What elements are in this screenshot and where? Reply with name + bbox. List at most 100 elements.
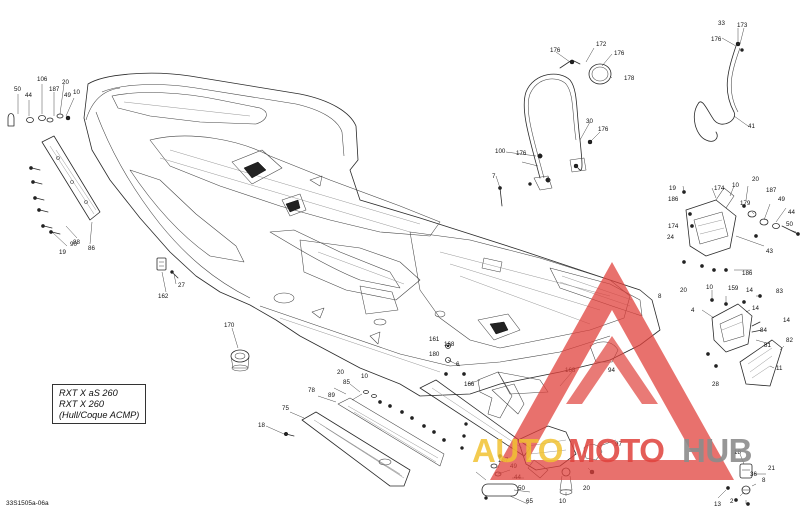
callout-label: 24 — [667, 234, 674, 241]
callout-label: 50 — [518, 485, 525, 492]
step-plate-screws — [283, 390, 446, 442]
callout-label: 30 — [586, 118, 593, 125]
rear-step-plate-82 — [739, 339, 783, 387]
drain-plug-170 — [230, 349, 250, 372]
callout-label: 14 — [783, 317, 790, 324]
callout-label: 100 — [495, 148, 506, 155]
callout-label: 162 — [158, 293, 169, 300]
callout-label: 50 — [14, 86, 21, 93]
filler-ring-178 — [588, 63, 612, 85]
callout-label: 20 — [337, 369, 344, 376]
callout-label: 83 — [776, 288, 783, 295]
callout-label: 10 — [559, 498, 566, 505]
callout-label: 176 — [550, 47, 561, 54]
bumper-screws — [29, 166, 61, 235]
callout-label: 161 — [429, 336, 440, 343]
callout-label: 84 — [760, 327, 767, 334]
callout-label: 19 — [669, 185, 676, 192]
callout-label: 8 — [762, 477, 766, 484]
callout-label: 187 — [766, 187, 777, 194]
vent-tube-41 — [693, 41, 744, 142]
callout-label: 65 — [526, 498, 533, 505]
stern-fitting-hardware — [726, 463, 753, 506]
callout-label: 168 — [444, 341, 455, 348]
callout-label: 176 — [711, 36, 722, 43]
callout-label: 28 — [712, 381, 719, 388]
bow-bumper-strip — [41, 135, 101, 221]
callout-label: 82 — [786, 337, 793, 344]
callout-label: 19 — [59, 249, 66, 256]
callout-label: 174 — [714, 185, 725, 192]
callout-label: 173 — [737, 22, 748, 29]
callout-label: 33 — [718, 20, 725, 27]
bracket-162 — [156, 257, 179, 279]
callout-label: 49 — [64, 92, 71, 99]
callout-label: 49 — [510, 463, 517, 470]
callout-label: 6 — [456, 361, 460, 368]
pin-7 — [498, 182, 532, 207]
callout-label: 18 — [734, 449, 741, 456]
callout-label: 2 — [730, 498, 734, 505]
hull-body — [83, 72, 661, 397]
callout-label: 176 — [598, 126, 609, 133]
callout-label: 187 — [49, 86, 60, 93]
callout-label: 159 — [728, 285, 739, 292]
side-strip-166 — [419, 371, 531, 457]
callout-label: 10 — [73, 89, 80, 96]
callout-label: 7 — [492, 173, 496, 180]
callout-label: 50 — [786, 221, 793, 228]
callout-label: 172 — [596, 41, 607, 48]
callout-label: 179 — [740, 200, 751, 207]
callout-label: 41 — [748, 123, 755, 130]
drawing-reference-number: 33S1505a-06a — [6, 500, 49, 507]
callout-label: 75 — [282, 405, 289, 412]
callout-label: 89 — [328, 392, 335, 399]
callout-label: 186 — [668, 196, 679, 203]
callout-label: 180 — [429, 351, 440, 358]
callout-label: 49 — [778, 196, 785, 203]
callout-label: 20 — [680, 287, 687, 294]
callout-label: 187 — [498, 457, 509, 464]
callout-label: 13 — [714, 501, 721, 508]
callout-label: 88 — [73, 239, 80, 246]
callout-label: 106 — [37, 76, 48, 83]
leader-lines — [17, 27, 797, 505]
callout-label: 97 — [615, 441, 622, 448]
callout-label: 166 — [464, 381, 475, 388]
callout-label: 11 — [776, 365, 783, 372]
callout-label: 170 — [224, 322, 235, 329]
strip-hardware-161 — [444, 343, 468, 450]
callout-label: 178 — [624, 75, 635, 82]
tow-eye-bracket-43 — [682, 187, 737, 272]
callout-label: 10 — [361, 373, 368, 380]
callout-label: 8 — [658, 293, 662, 300]
callout-label: 81 — [764, 342, 771, 349]
callout-label: 20 — [752, 176, 759, 183]
callout-label: 36 — [750, 471, 757, 478]
callout-label: 10 — [732, 182, 739, 189]
callout-label: 186 — [742, 270, 753, 277]
callout-label: 14 — [752, 305, 759, 312]
callout-label: 176 — [516, 150, 527, 157]
callout-label: 94 — [608, 367, 615, 374]
step-plate-75 — [301, 397, 445, 487]
callout-label: 168 — [565, 367, 576, 374]
callout-label: 176 — [614, 50, 625, 57]
caption-line-1: RXT X aS 260 — [59, 388, 118, 398]
callout-label: 14 — [746, 287, 753, 294]
callout-label: 174 — [668, 223, 679, 230]
callout-label: 20 — [62, 79, 69, 86]
callout-label: 44 — [25, 92, 32, 99]
callout-label: 27 — [178, 282, 185, 289]
callout-label: 18 — [258, 422, 265, 429]
model-caption-box: RXT X aS 260 RXT X 260 (Hull/Coque ACMP) — [52, 384, 146, 424]
callout-label: 44 — [788, 209, 795, 216]
callout-label: 20 — [583, 485, 590, 492]
callout-label: 10 — [706, 284, 713, 291]
bow-eye-hardware — [7, 113, 71, 127]
callout-numbers: 50 44 106 187 20 49 10 88 19 90 86 162 2… — [14, 20, 795, 508]
callout-label: 43 — [766, 248, 773, 255]
vent-hose-30 — [523, 59, 593, 191]
